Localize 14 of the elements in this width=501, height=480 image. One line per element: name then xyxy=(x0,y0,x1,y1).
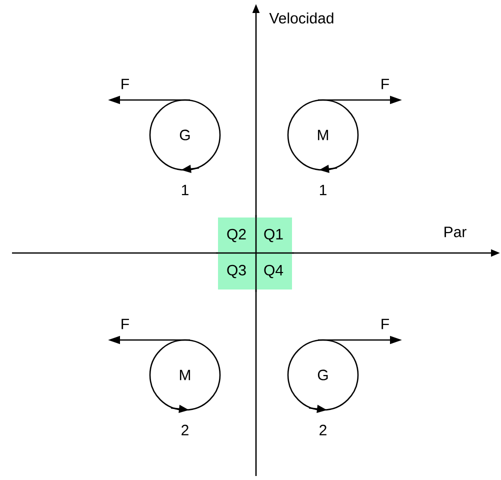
force-label: F xyxy=(122,78,129,90)
axis-label: Velocidad xyxy=(269,12,334,24)
number-label: 2 xyxy=(320,424,326,436)
force-label: F xyxy=(122,318,129,330)
quadrant-cell: Q3 xyxy=(218,254,255,290)
force-label: F xyxy=(382,78,389,90)
quadrant-cell: Q4 xyxy=(255,254,292,290)
axis-label: Par xyxy=(444,226,466,238)
quadrant-cell: Q2 xyxy=(218,218,255,254)
number-label: 1 xyxy=(182,184,188,196)
quadrant-cell: Q1 xyxy=(255,218,292,254)
number-label: 2 xyxy=(182,424,188,436)
force-label: F xyxy=(382,318,389,330)
number-label: 1 xyxy=(320,184,326,196)
